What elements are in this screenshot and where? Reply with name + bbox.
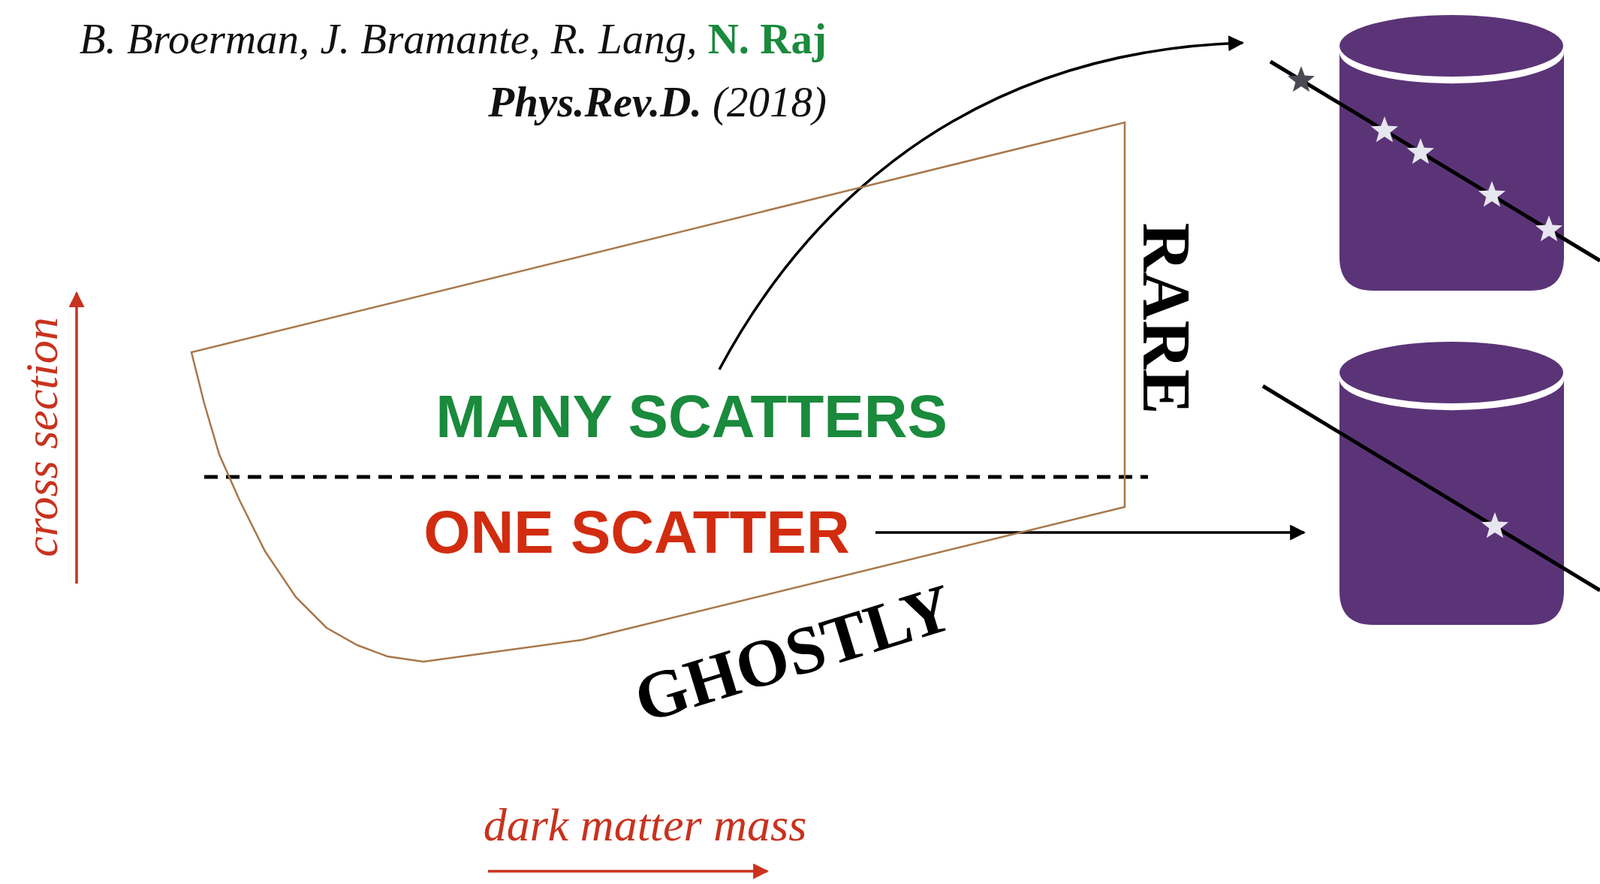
journal-name: Phys.Rev.D. [488, 78, 702, 126]
scatter-region: MANY SCATTERS ONE SCATTER [191, 122, 1125, 662]
region-outline [191, 122, 1125, 662]
axis-arrow [75, 292, 79, 584]
scatter-star [1287, 66, 1315, 92]
region-heading: ONE SCATTER [423, 502, 850, 563]
axis-label: cross section [18, 316, 65, 558]
citation-authors: B. Broerman, J. Bramante, R. Lang, [79, 15, 698, 63]
author-name: N. Raj [708, 15, 827, 63]
axis-arrow [488, 869, 768, 873]
particle-track [1270, 61, 1600, 261]
detector-lid [1339, 15, 1564, 77]
citation-line: B. Broerman, J. Bramante, R. Lang,N. Raj [79, 14, 827, 64]
detector-lid [1339, 341, 1564, 404]
scatter-star [1370, 116, 1399, 142]
pointer-arrow [875, 530, 1305, 534]
axis-label: dark matter mass [483, 801, 808, 848]
particle-track [1262, 385, 1600, 591]
scatter-star [1407, 138, 1435, 164]
region-heading: MANY SCATTERS [435, 386, 948, 447]
region-label: RARE [1132, 222, 1200, 414]
region-label: GHOSTLY [626, 572, 961, 734]
citation-year: (2018) [712, 78, 827, 126]
scatter-star [1478, 180, 1506, 207]
scatter-star [1535, 215, 1563, 242]
citation-line: Phys.Rev.D.(2018) [488, 77, 827, 127]
dashed-divider [204, 475, 1149, 480]
scatter-star [1481, 512, 1509, 538]
